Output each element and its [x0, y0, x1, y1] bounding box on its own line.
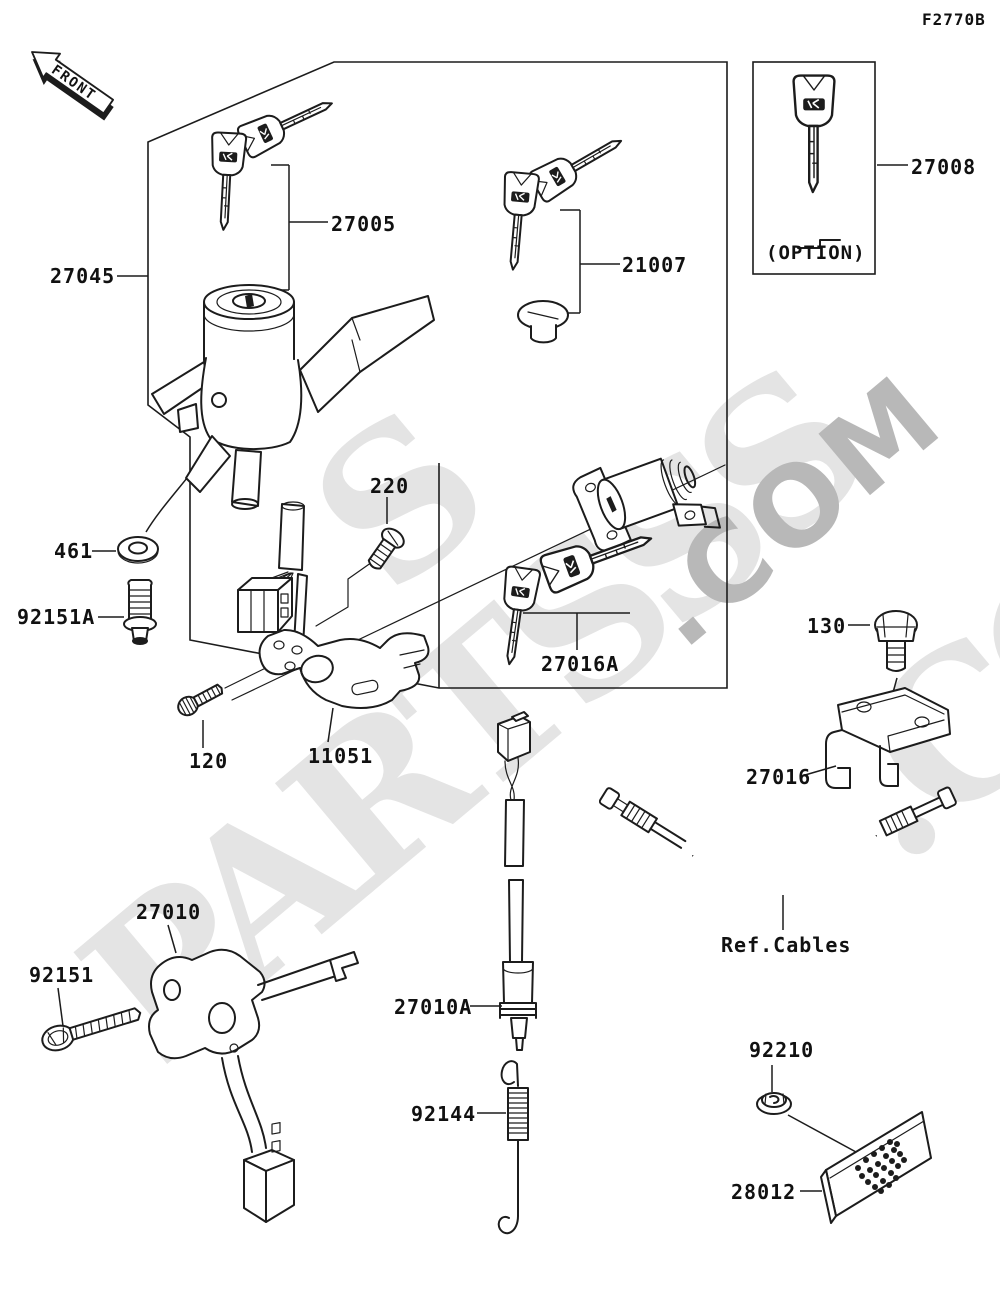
part-label-92144: 92144 [411, 1102, 476, 1126]
part-label-27010: 27010 [136, 900, 201, 924]
part-label-461: 461 [54, 539, 93, 563]
bracket-plate-11051 [258, 628, 430, 709]
key-blank-27008 [792, 74, 836, 194]
screw-92151a [123, 579, 157, 645]
key-a [527, 124, 631, 205]
interlock-switch-27010 [41, 948, 359, 1223]
part-label-120: 120 [189, 749, 228, 773]
main-assembly-outline [147, 61, 728, 689]
ref-cable [598, 786, 957, 891]
nut-92210 [756, 1092, 792, 1115]
part-labels: F2770B 27045 27005 21007 27008 (OPTION) … [17, 10, 986, 1204]
part-label-28012: 28012 [731, 1180, 796, 1204]
part-label-92151a: 92151A [17, 605, 95, 629]
screw-120 [177, 683, 224, 717]
bolt-130 [874, 610, 918, 672]
reflector-texture [855, 1139, 907, 1194]
reflector-28012 [820, 1111, 932, 1224]
part-label-92210: 92210 [749, 1038, 814, 1062]
part-label-27008: 27008 [911, 155, 976, 179]
ref-cables-label: Ref.Cables [721, 933, 851, 957]
washer-461 [117, 536, 159, 564]
key-cut-code-mark [797, 239, 841, 249]
fuel-cap-key-set [495, 124, 631, 344]
part-label-27010a: 27010A [394, 995, 472, 1019]
key-b [495, 170, 541, 273]
part-label-220: 220 [370, 474, 409, 498]
part-label-11051: 11051 [308, 744, 373, 768]
ignition-connector [237, 577, 293, 633]
part-label-27016: 27016 [746, 765, 811, 789]
part-label-27016a: 27016A [541, 652, 619, 676]
bolt-92151 [41, 1007, 142, 1052]
screw-220 [367, 527, 405, 570]
part-label-92151: 92151 [29, 963, 94, 987]
figure-code-label: F2770B [922, 10, 986, 29]
part-label-27005: 27005 [331, 212, 396, 236]
front-arrow: FRONT [31, 51, 115, 121]
part-label-130: 130 [807, 614, 846, 638]
ignition-switch-assembly [151, 86, 435, 647]
lock-cap [517, 300, 569, 344]
seat-lock-assembly [492, 457, 721, 668]
plunger-switch-27010a [497, 711, 537, 1051]
option-box [752, 61, 876, 275]
part-label-27045: 27045 [50, 264, 115, 288]
interlock-connector [243, 1122, 295, 1223]
ignition-key-b [206, 131, 248, 232]
ignition-lock-cylinder [203, 284, 295, 378]
part-label-21007: 21007 [622, 253, 687, 277]
bracket-27016 [825, 687, 951, 789]
option-caption: (OPTION) [766, 242, 866, 264]
spring-92144 [497, 1060, 529, 1235]
